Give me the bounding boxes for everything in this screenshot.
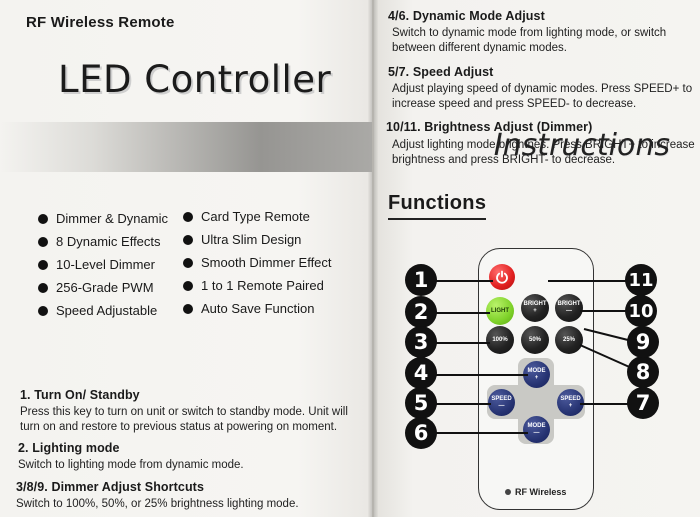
brightness-100-button[interactable]: 100% [486,326,514,354]
bullet-icon [183,303,193,314]
callout-8: 8 [627,356,659,388]
leader-line [435,342,490,344]
speed-up-button[interactable]: SPEED + [557,389,584,416]
leader-line [435,432,528,434]
callout-9: 9 [627,326,659,358]
section-text: Switch to lighting mode from dynamic mod… [18,459,244,471]
feature-item: 10-Level Dimmer [38,257,155,272]
bullet-icon [38,259,48,270]
bullet-icon [183,257,193,268]
leader-line [548,280,630,282]
feature-item: 1 to 1 Remote Paired [183,278,324,293]
leader-line [435,403,491,405]
feature-item: Smooth Dimmer Effect [183,255,332,270]
instructions-label: Instructions [493,128,670,163]
remote-body [478,248,594,510]
callout-5: 5 [405,387,437,419]
functions-underline [388,218,486,220]
power-button[interactable] [489,264,515,290]
bright-up-button[interactable]: BRIGHT + [521,294,549,322]
section-heading: 10/11. Brightness Adjust (Dimmer) [386,120,593,134]
leader-line [580,310,630,312]
section-text: Switch to 100%, 50%, or 25% brightness l… [16,498,299,510]
bullet-icon [183,280,193,291]
feature-item: Auto Save Function [183,301,314,316]
section-text: Press this key to turn on unit or switch… [20,406,348,418]
brightness-50-button[interactable]: 50% [521,326,549,354]
mode-down-button[interactable]: MODE — [523,416,550,443]
bullet-icon [38,213,48,224]
speed-down-button[interactable]: SPEED — [488,389,515,416]
section-text: Adjust lighting mode brightnes. Press BR… [392,139,695,151]
bullet-icon [183,211,193,222]
section-text: brightness and press BRIGHT- to decrease… [392,154,616,166]
section-text: turn on and restore to previous status a… [20,421,338,433]
section-heading: 5/7. Speed Adjust [388,65,494,79]
bullet-icon [38,305,48,316]
section-text: increase speed and press SPEED- to decre… [392,98,637,110]
section-text: between different dynamic modes. [392,42,567,54]
bullet-icon [38,282,48,293]
section-heading: 1. Turn On/ Standby [20,388,140,402]
brand-title: RF Wireless Remote [26,14,175,31]
rf-dot-icon [505,489,511,495]
bright-down-button[interactable]: BRIGHT — [555,294,583,322]
feature-item: Ultra Slim Design [183,232,301,247]
functions-title: Functions [388,192,487,214]
callout-4: 4 [405,357,437,389]
page-fold [368,0,378,517]
section-heading: 4/6. Dynamic Mode Adjust [388,9,545,23]
leader-line [580,403,630,405]
leader-line [435,312,490,314]
bullet-icon [38,236,48,247]
section-heading: 2. Lighting mode [18,441,120,455]
light-button[interactable]: LIGHT [486,297,514,325]
section-heading: 3/8/9. Dimmer Adjust Shortcuts [16,480,204,494]
power-icon [496,270,508,284]
callout-2: 2 [405,296,437,328]
section-text: Adjust playing speed of dynamic modes. P… [392,83,693,95]
feature-item: Dimmer & Dynamic [38,211,168,226]
instructions-banner [0,122,372,172]
callout-11: 11 [625,264,657,296]
callout-3: 3 [405,326,437,358]
main-title: LED Controller [58,58,332,101]
leader-line [435,280,493,282]
feature-item: 256-Grade PWM [38,280,154,295]
section-text: Switch to dynamic mode from lighting mod… [392,27,667,39]
callout-7: 7 [627,387,659,419]
brightness-25-button[interactable]: 25% [555,326,583,354]
feature-item: 8 Dynamic Effects [38,234,161,249]
callout-10: 10 [625,295,657,327]
bullet-icon [183,234,193,245]
feature-item: Speed Adjustable [38,303,157,318]
leader-line [435,374,528,376]
callout-6: 6 [405,417,437,449]
feature-item: Card Type Remote [183,209,310,224]
remote-brand: RF Wireless [505,487,566,497]
callout-1: 1 [405,264,437,296]
